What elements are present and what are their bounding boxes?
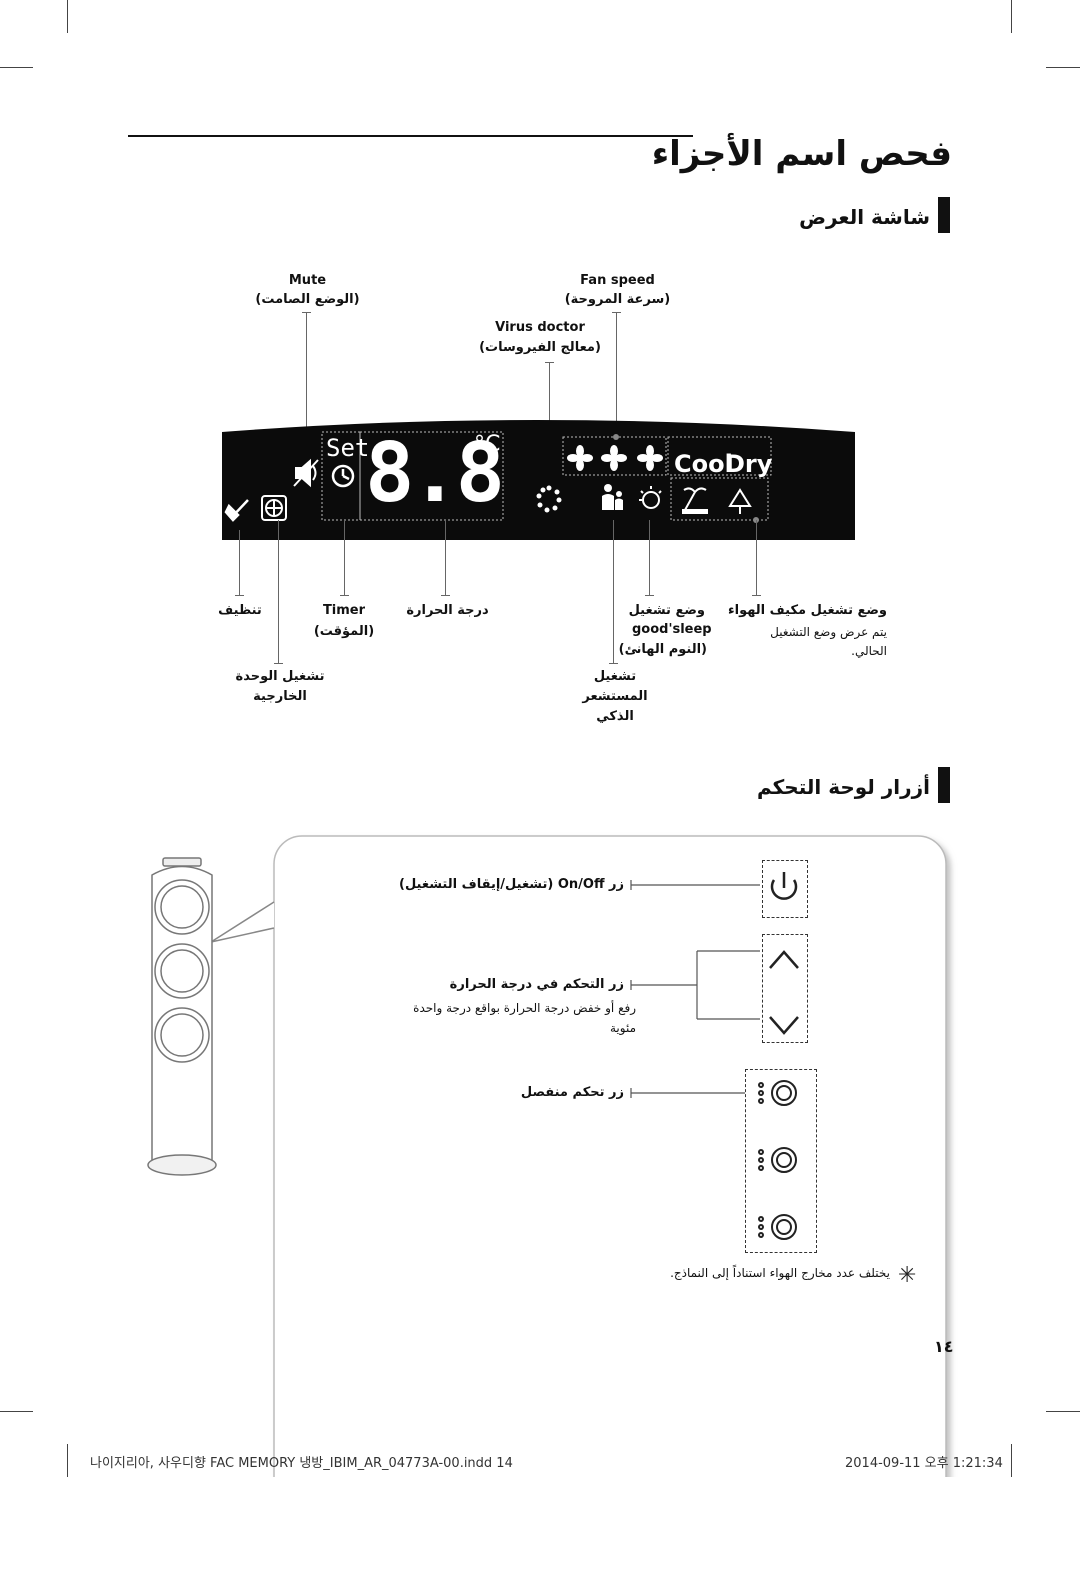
airflow-note: يختلف عدد مخارج الهواء استناداً إلى النم… bbox=[670, 1266, 890, 1280]
crop-mark bbox=[1046, 1411, 1080, 1412]
title-rule bbox=[128, 135, 693, 137]
clean-leader bbox=[239, 530, 240, 595]
good-sleep-label-en: good'sleep bbox=[632, 622, 712, 637]
crop-mark bbox=[0, 1411, 33, 1412]
temp-up-icon bbox=[769, 950, 799, 969]
control-panel-art: ✳ bbox=[147, 835, 947, 1477]
page-number: ١٤ bbox=[934, 1337, 954, 1356]
sensor-leader bbox=[613, 520, 614, 663]
temp-label: زر التحكم في درجة الحرارة bbox=[449, 977, 624, 992]
display-panel bbox=[222, 420, 855, 540]
virus-doctor-label-ar: (معالج الفيروسات) bbox=[479, 340, 601, 355]
temp-leader bbox=[445, 520, 446, 595]
good-sleep-icon bbox=[639, 486, 662, 509]
cool-mode-icon bbox=[682, 487, 708, 514]
air-conditioner-unit bbox=[147, 857, 217, 1176]
svg-text:✳: ✳ bbox=[898, 1263, 916, 1288]
good-sleep-label-ar: (النوم الهانئ) bbox=[618, 642, 707, 657]
crop-mark bbox=[0, 67, 33, 68]
fan-speed-label-en: Fan speed bbox=[580, 273, 655, 288]
leader-cap bbox=[302, 312, 311, 313]
mute-icon bbox=[293, 458, 319, 488]
leader-cap bbox=[340, 595, 349, 596]
mute-leader bbox=[306, 312, 307, 452]
ac-mode-label-2: يتم عرض وضع التشغيل bbox=[770, 625, 887, 639]
leader-cap bbox=[752, 595, 761, 596]
ac-mode-label-1: وضع تشغيل مكيف الهواء bbox=[727, 603, 887, 618]
fan-speed-label-ar: (سرعة المروحة) bbox=[564, 292, 671, 307]
cool-indicator: Cool bbox=[674, 450, 733, 478]
virus-doctor-icon bbox=[536, 485, 562, 513]
leader-cap bbox=[545, 362, 554, 363]
timer-icon bbox=[331, 464, 355, 488]
crop-mark bbox=[67, 1444, 68, 1477]
temperature-digits: 8.8 bbox=[364, 426, 505, 521]
leader-cap bbox=[612, 312, 621, 313]
sensor-label-2: المستشعر bbox=[582, 689, 648, 704]
outdoor-unit-icon bbox=[261, 495, 287, 521]
section-marker bbox=[938, 197, 950, 233]
leader-cap bbox=[609, 663, 618, 664]
mode-on-label: وضع تشغيل bbox=[628, 603, 705, 618]
sensor-label-1: تشغيل bbox=[593, 669, 637, 684]
split-control-buttons[interactable] bbox=[745, 1069, 817, 1253]
outdoor-leader bbox=[278, 520, 279, 663]
control-section-heading: أزرار لوحة التحكم bbox=[756, 775, 930, 799]
clean-label: تنظيف bbox=[218, 603, 262, 618]
leader-cap bbox=[645, 595, 654, 596]
leader-cap bbox=[235, 595, 244, 596]
timer-label-en: Timer bbox=[322, 603, 366, 618]
footer-date-time: 2014-09-11 오후 1:21:34 bbox=[845, 1456, 1003, 1471]
leader-cap bbox=[274, 663, 283, 664]
ac-mode-leader bbox=[756, 520, 757, 595]
good-sleep-leader bbox=[649, 520, 650, 595]
ac-mode-label-3: الحالي. bbox=[851, 644, 887, 658]
fan-speed-icon bbox=[567, 445, 663, 471]
temp-down-icon bbox=[769, 1016, 799, 1035]
power-label: زر On/Off (تشغيل/إيقاف التشغيل) bbox=[399, 877, 624, 892]
display-section-heading: شاشة العرض bbox=[799, 205, 930, 229]
fan-speed-leader bbox=[616, 312, 617, 436]
temperature-label: درجة الحرارة bbox=[406, 603, 489, 618]
outdoor-op-label-1: تشغيل الوحدة bbox=[235, 669, 325, 684]
timer-leader bbox=[344, 520, 345, 595]
crop-mark bbox=[1011, 0, 1012, 33]
leader-cap bbox=[441, 595, 450, 596]
sensor-label-3: الذكي bbox=[596, 709, 634, 724]
timer-label-ar: (المؤقت) bbox=[313, 624, 375, 639]
split-control-icon bbox=[758, 1080, 797, 1240]
virus-doctor-label-en: Virus doctor bbox=[495, 320, 585, 335]
section-marker bbox=[938, 767, 950, 803]
set-indicator: Set bbox=[326, 434, 370, 462]
split-label: زر تحكم منفصل bbox=[520, 1085, 624, 1100]
dry-mode-icon bbox=[728, 488, 752, 514]
crop-mark bbox=[1011, 1444, 1012, 1477]
dry-indicator: Dry bbox=[725, 450, 773, 478]
power-icon bbox=[770, 872, 798, 900]
mute-label-en: Mute bbox=[288, 273, 327, 288]
crop-mark bbox=[1046, 67, 1080, 68]
page-title: فحص اسم الأجزاء bbox=[651, 134, 952, 174]
smart-sensor-icon bbox=[602, 484, 623, 510]
temp-desc-2: مئوية bbox=[609, 1021, 636, 1035]
mute-label-ar: (الوضع الصامت) bbox=[255, 292, 360, 307]
outdoor-op-label-2: الخارجية bbox=[253, 689, 307, 704]
temp-desc-1: رفع أو خفض درجة الحرارة بواقع درجة واحدة bbox=[413, 1001, 636, 1015]
crop-mark bbox=[67, 0, 68, 33]
power-button[interactable] bbox=[762, 860, 808, 918]
clean-icon bbox=[224, 499, 249, 522]
celsius-unit: °C bbox=[474, 432, 501, 457]
footer-file-info: 나이지리아, 사우디향 FAC MEMORY 냉방_IBIM_AR_04773A… bbox=[90, 1456, 513, 1471]
temp-buttons[interactable] bbox=[762, 934, 808, 1043]
